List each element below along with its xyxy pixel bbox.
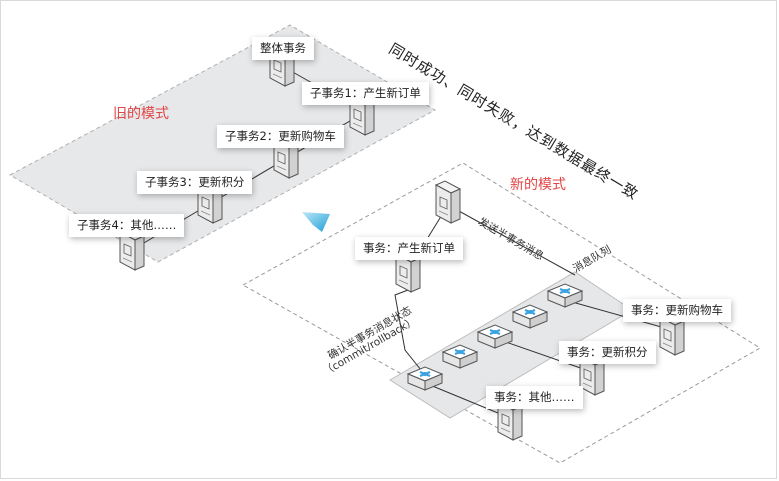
old-main-label: 整体事务	[252, 37, 314, 60]
transition-arrow-icon	[302, 212, 330, 232]
old-sub2-label: 子事务2：更新购物车	[217, 125, 344, 148]
new-mode-title: 新的模式	[510, 177, 566, 193]
new-half-msg-server-icon	[435, 180, 461, 224]
old-sub1-label: 子事务1：产生新订单	[302, 82, 429, 105]
old-mode-title: 旧的模式	[113, 106, 169, 122]
new-points-label: 事务：更新积分	[559, 341, 656, 364]
old-sub4-label: 子事务4：其他……	[69, 214, 185, 237]
new-cart-label: 事务：更新购物车	[623, 299, 731, 322]
new-order-label: 事务：产生新订单	[355, 237, 463, 260]
old-sub3-label: 子事务3：更新积分	[137, 171, 253, 194]
new-other-label: 事务：其他……	[486, 386, 583, 409]
